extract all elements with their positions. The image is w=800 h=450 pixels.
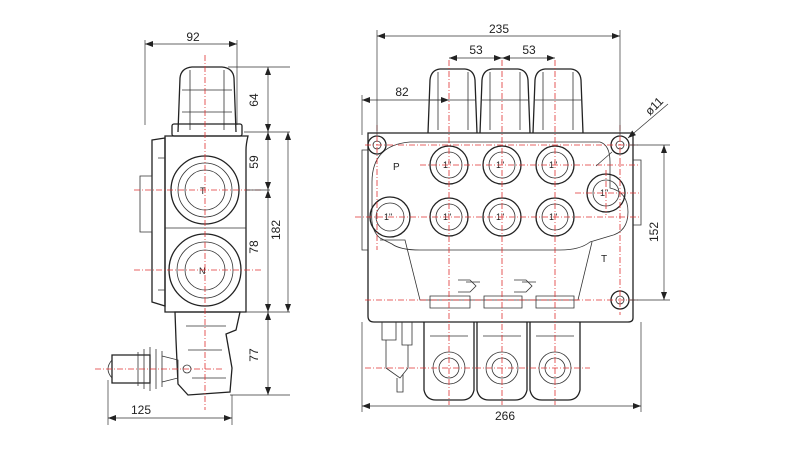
spool-cap-3 xyxy=(532,68,584,134)
dim-mid-block: 78 xyxy=(247,240,261,254)
dim-total-width: 235 xyxy=(489,22,509,36)
dim-total-height: 182 xyxy=(269,220,283,240)
svg-text:1": 1" xyxy=(600,188,608,198)
side-t-port-label: T xyxy=(200,186,206,196)
t-port-label: T xyxy=(601,254,607,265)
dim-lever-height: 77 xyxy=(247,348,261,362)
dim-spool-pitch-1: 53 xyxy=(469,43,483,57)
side-n-port-label: N xyxy=(199,266,206,276)
side-view: T N 92 64 59 78 182 xyxy=(95,30,291,425)
valve-body xyxy=(367,132,634,323)
dim-spool-pitch-2: 53 xyxy=(522,43,536,57)
spool-cap-2 xyxy=(479,68,531,134)
dim-front-height: 152 xyxy=(647,222,661,242)
dim-upper-block: 59 xyxy=(247,155,261,169)
dim-cap-height: 64 xyxy=(247,93,261,107)
dim-offset: 82 xyxy=(395,85,409,99)
dim-hole-diameter: ø11 xyxy=(642,94,666,118)
spool-cap-1 xyxy=(427,68,478,134)
p-port-label: P xyxy=(393,162,400,173)
dim-base-width: 266 xyxy=(495,409,515,423)
dim-side-width: 92 xyxy=(186,30,200,44)
front-view: P T 1" 1" 1" 1" 1" 1" 1" xyxy=(355,22,670,423)
dim-lever-width: 125 xyxy=(131,403,151,417)
